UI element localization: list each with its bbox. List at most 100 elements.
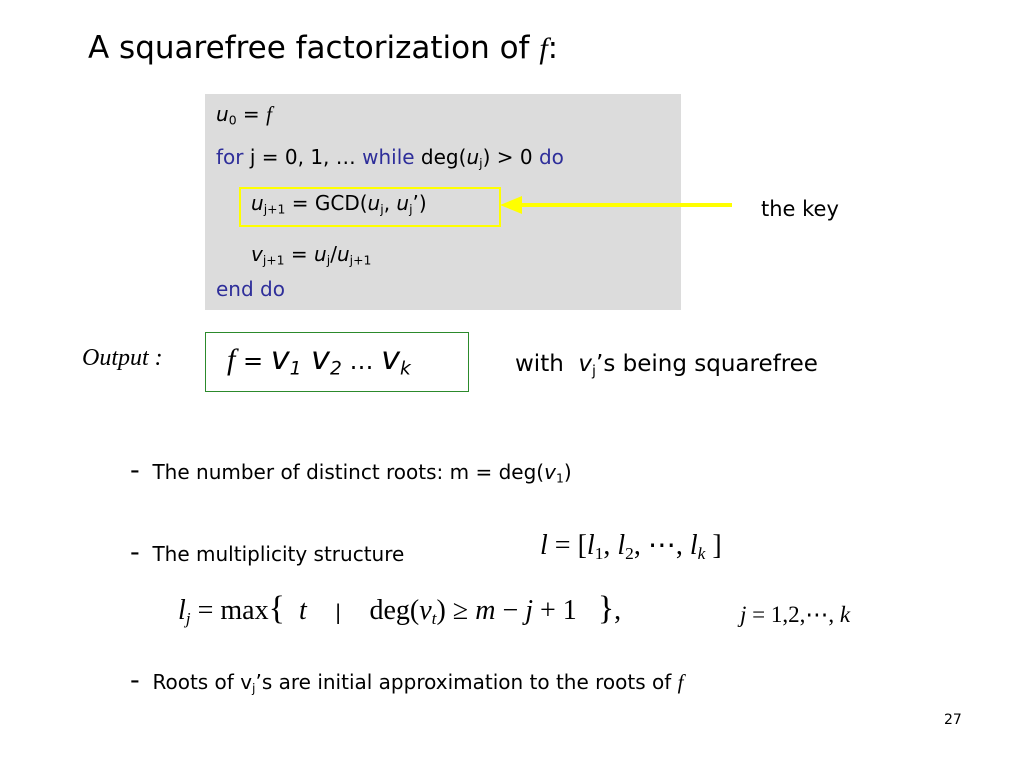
var-v: v [311, 339, 330, 377]
text: ) > 0 [482, 145, 539, 169]
sub: k [697, 544, 706, 564]
text: ) [436, 595, 446, 626]
sub: 1 [289, 358, 302, 380]
text: ’s are initial approximation to the root… [255, 670, 678, 694]
var-f: f [266, 102, 272, 126]
arrow-head [500, 196, 522, 214]
formula-multiplicity-vector: l = [l1, l2, ⋯, lk ] [540, 528, 722, 562]
var-f: f [227, 343, 236, 376]
sub: j+1 [262, 252, 285, 268]
var-l: l [540, 530, 548, 561]
bullet-roots: - Roots of vj’s are initial approximatio… [130, 665, 684, 696]
keyword-while: while [362, 145, 415, 169]
var-v: v [251, 242, 263, 266]
text: The number of distinct roots: m = deg( [152, 460, 545, 484]
var-k: k [839, 602, 851, 627]
keyword-do: do [538, 145, 564, 169]
bullet-dash: - [130, 537, 140, 568]
text: ≥ [445, 595, 476, 626]
sub: j+1 [263, 201, 286, 217]
text: j = 0, 1, … [243, 145, 363, 169]
right-brace: } [597, 590, 615, 627]
sub: j [252, 680, 256, 696]
title-f: f [539, 32, 548, 65]
var-f: f [677, 670, 684, 694]
sub: 2 [625, 544, 634, 564]
var-v: v [544, 460, 556, 484]
bullet-distinct-roots: - The number of distinct roots: m = deg(… [130, 455, 572, 486]
algo-line-end: end do [216, 277, 285, 301]
slide-title: A squarefree factorization of f: [88, 30, 558, 66]
bar: | [334, 600, 342, 624]
var-u: u [336, 242, 350, 266]
sub: j [479, 155, 483, 171]
var-v: v [578, 351, 593, 377]
text: ) [563, 460, 572, 484]
text: , [614, 595, 622, 626]
var-l: l [617, 530, 626, 561]
sub: 1 [555, 470, 564, 486]
algo-line-v: vj+1 = uj/uj+1 [251, 242, 371, 266]
title-colon: : [547, 30, 559, 66]
var-j: j [525, 595, 534, 626]
text: = GCD( [285, 191, 368, 215]
var-u: u [396, 191, 410, 215]
page-number: 27 [944, 712, 962, 728]
algo-line-for: for j = 0, 1, … while deg(uj) > 0 do [216, 145, 564, 169]
var-j: j [740, 602, 747, 627]
text: , [383, 191, 397, 215]
output-box [205, 332, 469, 392]
var-l: l [689, 530, 698, 561]
text: = 1,2,⋯, [746, 602, 840, 627]
text: , ⋯, [633, 530, 690, 561]
formula-j-range: j = 1,2,⋯, k [740, 602, 850, 628]
text: Roots of v [152, 670, 253, 694]
var-v: v [419, 595, 432, 626]
text: deg( [369, 595, 420, 626]
bullet-dash: - [130, 665, 140, 696]
sub: k [400, 358, 411, 380]
algo-line-init: u0 = f [216, 102, 272, 127]
sub: t [431, 609, 437, 629]
var-u: u [367, 191, 381, 215]
key-highlight-box [239, 187, 501, 227]
sub: j [409, 201, 413, 217]
text: ’) [412, 191, 427, 215]
title-text: A squarefree factorization of [88, 30, 530, 66]
keyword-for: for [216, 145, 244, 169]
var-l: l [178, 595, 186, 626]
text: − [495, 595, 526, 626]
output-label: Output : [82, 345, 163, 371]
var-u: u [216, 102, 229, 126]
key-label: the key [761, 197, 839, 221]
sub: 0 [228, 112, 237, 128]
bullet-multiplicity: - The multiplicity structure [130, 537, 404, 568]
text: ] [705, 530, 722, 561]
sub: j [185, 609, 191, 629]
eq: = [236, 102, 267, 126]
var-v: v [270, 339, 290, 377]
slash: / [330, 242, 337, 266]
algorithm-box: u0 = f for j = 0, 1, … while deg(uj) > 0… [205, 94, 681, 310]
var-u: u [466, 145, 480, 169]
text: with [515, 351, 564, 377]
var-l: l [586, 530, 595, 561]
var-v: v [381, 339, 401, 377]
sub: j [380, 201, 384, 217]
formula-lj: lj = max{ t | deg(vt) ≥ m − j + 1 }, [178, 590, 621, 628]
bullet-dash: - [130, 455, 140, 486]
sub: j [592, 363, 597, 380]
var-t: t [298, 595, 307, 626]
algo-line-gcd: uj+1 = GCD(uj, uj’) [251, 191, 427, 215]
text: = max [190, 595, 269, 626]
var-u: u [251, 191, 264, 215]
dots: … [341, 347, 382, 375]
text: The multiplicity structure [152, 542, 405, 566]
text: + 1 [533, 595, 577, 626]
text: = [ [547, 530, 587, 561]
var-u: u [314, 242, 327, 266]
arrow-left-icon [500, 196, 732, 214]
output-expression: f = v1 v2 … vk [227, 339, 411, 380]
sub: 2 [329, 358, 342, 380]
sub: j+1 [349, 252, 372, 268]
